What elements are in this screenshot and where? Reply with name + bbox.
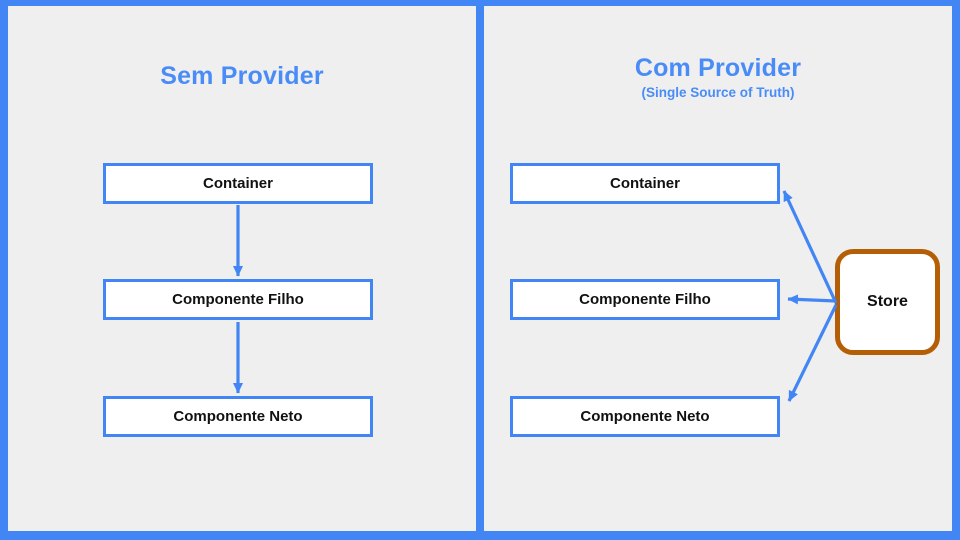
- sem-componente-neto-box: Componente Neto: [103, 396, 373, 437]
- sem-provider-title: Sem Provider: [160, 62, 324, 90]
- single-source-of-truth-subtitle: (Single Source of Truth): [641, 85, 795, 100]
- store-box: Store: [835, 249, 940, 355]
- sem-componente-filho-box: Componente Filho: [103, 279, 373, 320]
- com-componente-filho-box: Componente Filho: [510, 279, 780, 320]
- com-container-box: Container: [510, 163, 780, 204]
- com-componente-neto-box: Componente Neto: [510, 396, 780, 437]
- panel-sem-provider: Sem Provider Container Componente Filho …: [8, 6, 476, 531]
- sem-container-box: Container: [103, 163, 373, 204]
- panel-com-provider: Com Provider (Single Source of Truth) Co…: [484, 6, 952, 531]
- com-provider-title: Com Provider: [634, 54, 802, 82]
